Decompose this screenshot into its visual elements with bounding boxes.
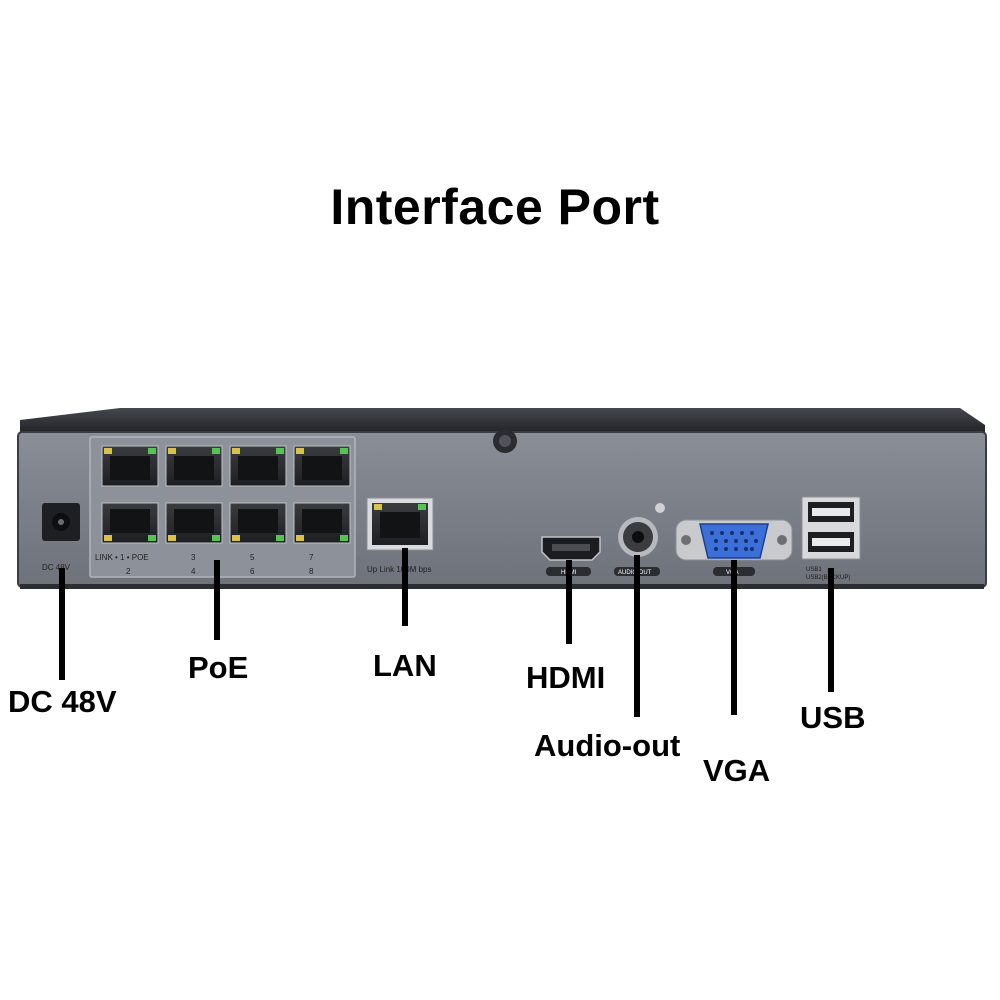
rj45-port-2	[101, 502, 159, 544]
rj45-port-8	[293, 502, 351, 544]
usb-leader-line	[828, 568, 834, 692]
port-number-3: 3	[191, 553, 196, 562]
lan-uplink-port: Up Link 100M bps	[366, 497, 434, 574]
hdmi-label: HDMI	[526, 660, 606, 695]
rj45-port-7	[293, 445, 351, 487]
vga-port: VGA	[675, 519, 793, 576]
lan-leader-line	[402, 548, 408, 626]
lan-label: LAN	[373, 648, 437, 683]
port-number-5: 5	[250, 553, 255, 562]
poe-leader-line	[214, 560, 220, 640]
usb-label: USB	[800, 700, 866, 735]
rj45-port-3	[165, 445, 223, 487]
usb1-panel-text: USB1	[806, 567, 822, 573]
usb-ports: USB1 USB2(BACKUP)	[801, 496, 861, 581]
uplink-panel-text: Up Link 100M bps	[367, 565, 431, 574]
audio-leader-line	[634, 555, 640, 717]
rj45-port-5	[229, 445, 287, 487]
dc-panel-text: DC 48V	[42, 563, 71, 572]
dc-label: DC 48V	[8, 684, 117, 719]
rj45-port-1	[101, 445, 159, 487]
hdmi-leader-line	[566, 560, 572, 644]
rj45-port-4	[165, 502, 223, 544]
dc-power-jack: DC 48V	[42, 503, 80, 572]
port-number-8: 8	[309, 567, 314, 576]
page-title: Interface Port	[330, 179, 660, 235]
poe-port-block: LINK • 1 • POE 3 5 7 2 4 6 8	[89, 436, 356, 578]
port-number-7: 7	[309, 553, 314, 562]
poe-legend-text: LINK • 1 • POE	[95, 553, 149, 562]
port-number-6: 6	[250, 567, 255, 576]
audio-out-label: Audio-out	[534, 728, 681, 763]
vga-label: VGA	[703, 753, 771, 788]
vga-leader-line	[731, 560, 737, 715]
port-number-4: 4	[191, 567, 196, 576]
dc-leader-line	[59, 568, 65, 680]
rj45-port-6	[229, 502, 287, 544]
port-number-2: 2	[126, 567, 131, 576]
poe-label: PoE	[188, 650, 249, 685]
